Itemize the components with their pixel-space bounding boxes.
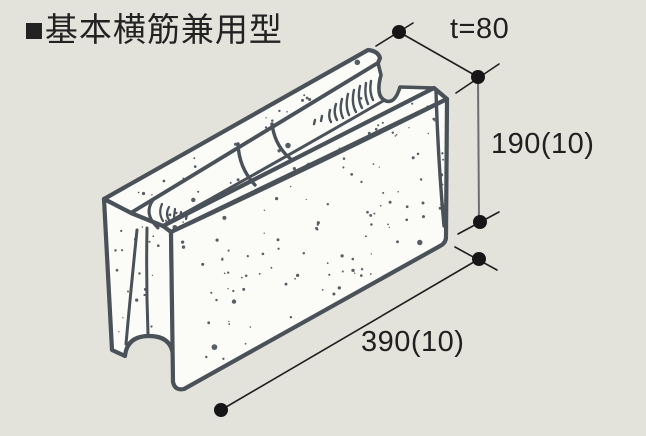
left-dam-hatching <box>159 202 189 223</box>
dim-line-thickness <box>398 31 479 78</box>
block-channel <box>129 61 436 228</box>
channel-floor-edge <box>165 99 385 225</box>
left-end-groove-1 <box>124 228 139 346</box>
dim-line-height <box>477 76 480 223</box>
figure-title: ■基本横筋兼用型 <box>24 11 283 48</box>
concrete-block-sketch <box>101 47 450 392</box>
dim-line-length <box>220 258 480 411</box>
dim-label-length: 390(10) <box>361 326 465 358</box>
block-right-end-edge <box>434 89 446 228</box>
dim-endpoint-dot <box>471 70 485 84</box>
dim-endpoint-dot <box>214 403 228 417</box>
channel-ramp-curve-left <box>236 142 257 187</box>
dim-label-height: 190(10) <box>491 128 595 160</box>
channel-ramp-curve-right <box>270 122 294 162</box>
block-front-face <box>168 96 450 392</box>
dim-endpoint-dot <box>392 25 406 39</box>
dim-label-thickness: t=80 <box>450 13 510 45</box>
left-end-groove-2 <box>145 226 150 336</box>
dimension-annotations <box>214 22 500 417</box>
left-dam-notch-arc <box>147 198 160 230</box>
dim-endpoint-dot <box>473 215 487 229</box>
right-dam-hatching <box>312 79 375 126</box>
dim-endpoint-dot <box>472 252 486 266</box>
